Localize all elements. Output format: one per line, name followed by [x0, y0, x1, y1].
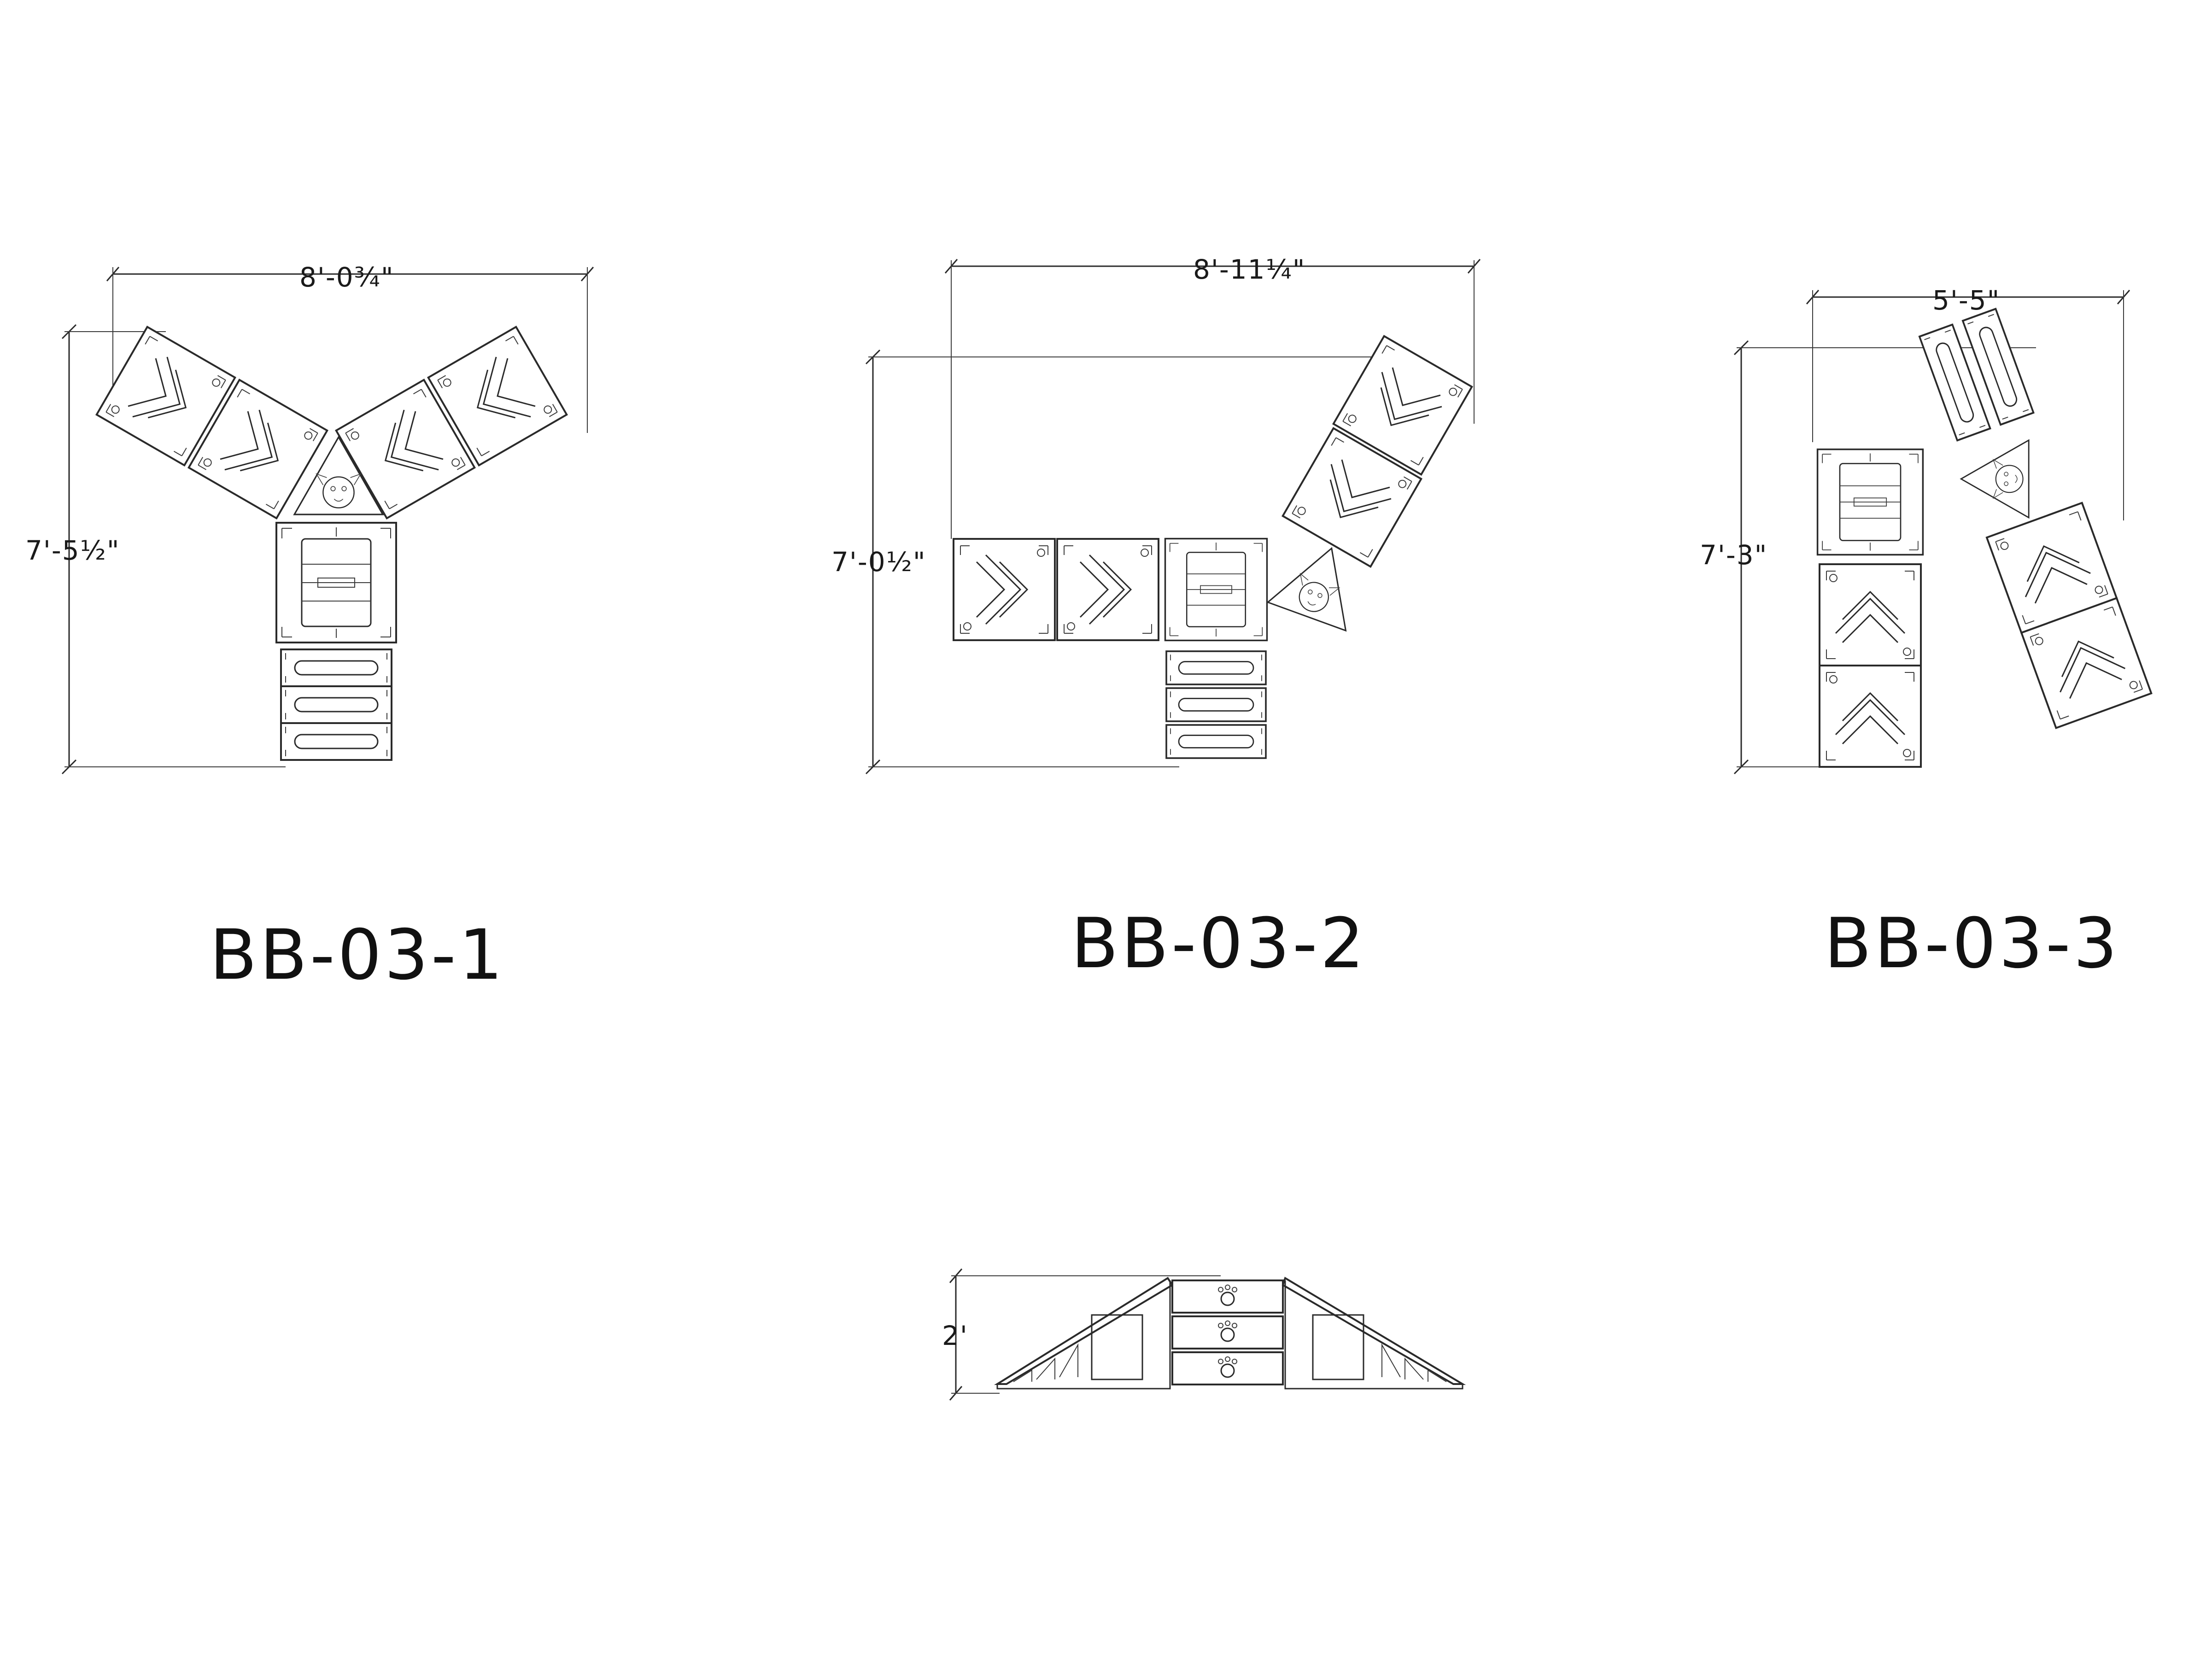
elevation-height-dimension: 2' — [942, 1320, 968, 1351]
height-dimension-3: 7'-3" — [1700, 539, 1767, 571]
configuration-label-1: BB-03-1 — [210, 915, 505, 995]
configuration-1-plan: 8'-0¾" 7'-5½" BB-03-1 — [25, 262, 594, 995]
height-dimension-2: 7'-0½" — [831, 546, 926, 578]
side-elevation: 2' — [942, 1268, 1466, 1401]
paw-print-icon — [1218, 1285, 1237, 1306]
configuration-label-2: BB-03-2 — [1071, 904, 1367, 984]
width-dimension-2: 8'-11¼" — [1193, 254, 1305, 285]
width-dimension-1: 8'-0¾" — [299, 262, 394, 293]
configuration-3-plan: 5'-5" 7'-3" BB-03-3 — [1700, 285, 2153, 984]
configuration-label-3: BB-03-3 — [1824, 904, 2120, 984]
height-dimension-1: 7'-5½" — [25, 535, 120, 566]
width-dimension-3: 5'-5" — [1932, 285, 2000, 316]
configuration-2-plan: 8'-11¼" 7'-0½" BB-03-2 — [831, 254, 1481, 984]
